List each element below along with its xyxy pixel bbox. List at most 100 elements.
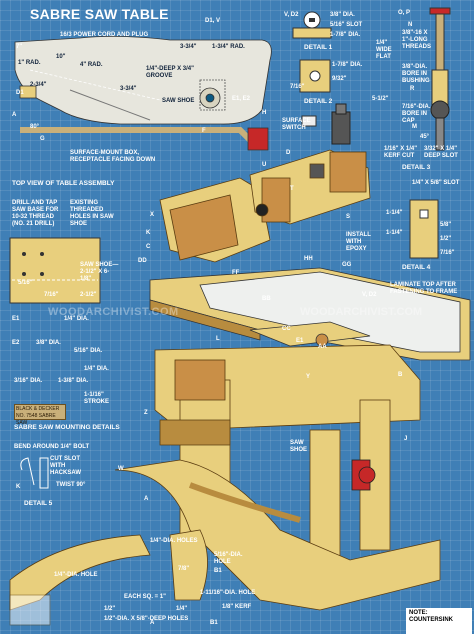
label-l: L (216, 336, 220, 342)
label-f: F (202, 128, 206, 134)
label-a: A (12, 112, 17, 118)
label-1rad: 1" RAD. (18, 60, 41, 66)
label-45: 45° (420, 134, 430, 140)
label-716m: 7/16" (44, 292, 59, 298)
label-n: N (408, 22, 413, 28)
label-groove: 1/4"-DEEP X 3/4" GROOVE (146, 66, 194, 79)
label-12: 1/2" (440, 236, 452, 242)
label-op: O, P (398, 10, 411, 16)
label-y: Y (306, 374, 311, 380)
label-512: 5-1/2" (372, 96, 389, 102)
label-516dia: 5/16" DIA. (74, 348, 103, 354)
label-7: 7" (16, 44, 23, 50)
label-r: R (410, 86, 415, 92)
header-detail4: DETAIL 4 (402, 264, 431, 271)
label-d: D (286, 150, 291, 156)
label-bore: 3/8"-DIA. BORE IN BUSHING (402, 64, 430, 84)
label-178: 1-7/8" DIA. (330, 32, 361, 38)
label-e1e2: E1, E2 (232, 96, 251, 102)
label-38dia: 3/8" DIA. (330, 12, 355, 18)
label-516slot: 5/16" SLOT (330, 22, 363, 28)
header-detail2: DETAIL 2 (304, 98, 333, 105)
label-178b: 1-7/8" DIA. (332, 62, 363, 68)
label-10: 10" (56, 54, 66, 60)
note-box: NOTE: COUNTERSINK (406, 608, 472, 634)
label-e2-mount: E2 (12, 340, 20, 346)
label-114b: 1-1/4" (386, 230, 403, 236)
label-k: K (146, 230, 151, 236)
label-deepholes: 1/2"-DIA. X 5/8"-DEEP HOLES (104, 616, 189, 622)
label-t: T (290, 186, 294, 192)
label-bolt: 3/8"-16 X 1"-LONG THREADS (402, 30, 432, 50)
label-b: B (398, 372, 403, 378)
label-eachsq: EACH SQ. = 1" (124, 594, 167, 600)
label-716: 7/16" (290, 84, 305, 90)
detail-1-drawing (292, 11, 332, 39)
label-cord: 16/3 POWER CORD AND PLUG (60, 32, 149, 38)
label-j: J (404, 436, 408, 442)
label-e1m: E1 (296, 338, 304, 344)
header-detail5: DETAIL 5 (24, 500, 53, 507)
label-dd: DD (138, 258, 147, 264)
header-mounting: SABRE SAW MOUNTING DETAILS (14, 424, 120, 431)
top-view-drawing (14, 36, 272, 151)
table-top (149, 267, 471, 361)
detail-3-drawing (429, 7, 451, 151)
label-138dia: 1-3/8" DIA. (58, 378, 89, 384)
label-134: 1-3/4" RAD. (212, 44, 245, 50)
label-14b: 1/4" (176, 606, 188, 612)
label-78: 7/8" (178, 566, 190, 572)
label-stroke: 1-1/16" STROKE (84, 392, 110, 405)
label-516: 5/16" (18, 280, 33, 286)
label-d1v: D1, V (205, 18, 221, 24)
label-334: 3-3/4" (180, 44, 197, 50)
label-laminate: LAMINATE TOP AFTER FASTENING TO FRAME (390, 282, 458, 295)
label-14hole: 1/4"-DIA. HOLE (54, 572, 98, 578)
label-deepslot: 3/32" X 1/4" DEEP SLOT (424, 146, 458, 159)
header-top-view: TOP VIEW OF TABLE ASSEMBLY (12, 180, 115, 187)
label-u: U (262, 162, 267, 168)
label-c: C (146, 244, 151, 250)
label-14dia: 1/4" DIA. (64, 316, 89, 322)
label-v-d2: V, D2 (284, 12, 299, 18)
note-text: COUNTERSINK (409, 617, 454, 623)
label-334b: 3-3/4" (120, 86, 137, 92)
label-sawshoe: SAW SHOE (162, 98, 195, 104)
label-516hole: 5/16"-DIA. HOLE (214, 552, 243, 565)
label-cc: CC (282, 326, 291, 332)
label-e1-mount: E1 (12, 316, 20, 322)
label-bb: BB (262, 296, 271, 302)
watermark-right: WOODARCHIVIST.COM (300, 306, 423, 318)
label-box: SURFACE-MOUNT BOX, RECEPTACLE FACING DOW… (70, 150, 156, 163)
label-s: S (346, 214, 351, 220)
label-b1b: B1 (210, 620, 218, 626)
label-12b: 1/2" (104, 606, 116, 612)
arm-piece (9, 529, 208, 626)
label-316dia: 3/16" DIA. (14, 378, 43, 384)
stand (114, 344, 441, 611)
label-m: M (412, 124, 417, 130)
label-38dia-m: 3/8" DIA. (36, 340, 61, 346)
label-vd2: V, D2 (362, 292, 377, 298)
label-4rad: 4" RAD. (80, 62, 103, 68)
label-h: H (262, 110, 267, 116)
saw-badge: BLACK & DECKER NO. 7548 SABRE SAW (14, 404, 66, 426)
label-shoedims: SAW SHOE—2-1/2" X 6-1/8" (80, 262, 119, 282)
label-kerf: 1/16" X 1/4" KERF CUT (384, 146, 418, 159)
label-234: 2-3/4" (30, 82, 47, 88)
label-cut: CUT SLOT WITH HACKSAW (50, 456, 81, 476)
label-slot14: 1/4" X 5/8" SLOT (412, 180, 460, 186)
label-hh: HH (304, 256, 313, 262)
fence-assembly (159, 149, 371, 263)
label-a-bottom: A (150, 620, 155, 626)
label-k5: K (16, 484, 21, 490)
label-x: X (150, 212, 155, 218)
label-716b: 7/16" (440, 250, 455, 256)
detail-2-drawing (299, 59, 351, 145)
label-d1: D1 (16, 90, 24, 96)
detail-5-drawing (20, 457, 49, 489)
label-58: 5/8" (440, 222, 452, 228)
label-wide: 1/4" WIDE FLAT (376, 40, 392, 60)
label-drill: DRILL AND TAP SAW BASE FOR 10-32 THREAD … (12, 200, 59, 227)
